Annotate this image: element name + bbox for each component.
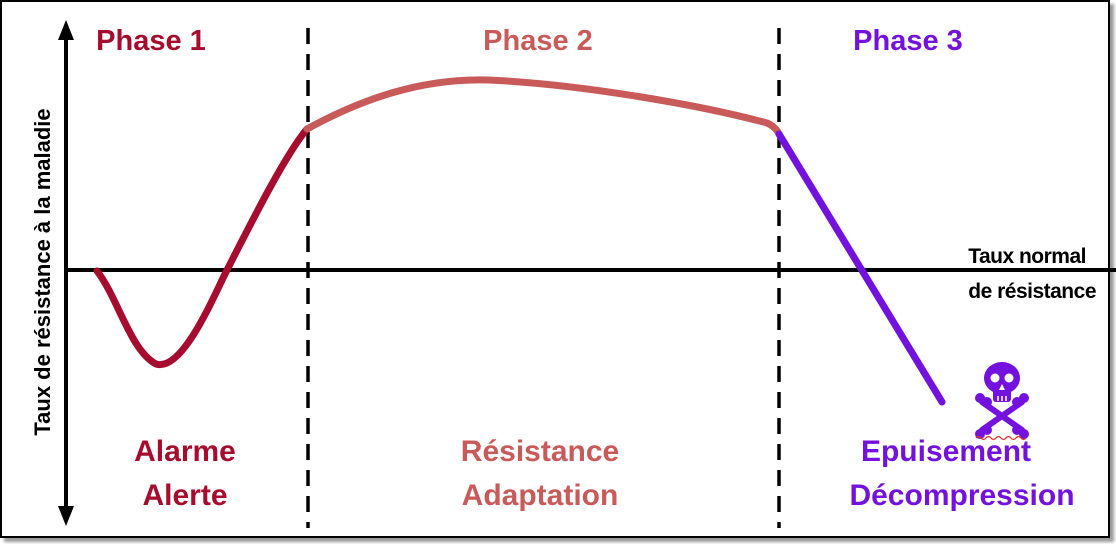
phase-2-title: Phase 2 [483,25,593,57]
phase-3-title: Phase 3 [853,25,963,57]
phase-2-label-line2: Adaptation [462,479,619,512]
y-axis-arrow-down [58,506,74,526]
y-axis-arrow-up [58,20,74,40]
curve-phase-3-exhaustion [775,130,946,406]
baseline-label-line1: Taux normal [968,245,1086,268]
phase-3-label-line2: Décompression [849,479,1074,512]
phase-3-label-line1: Epuisement [861,435,1031,468]
phase-1-label-line1: Alarme [134,435,236,468]
phase-1-label-line2: Alerte [142,479,227,512]
phase-1-title: Phase 1 [96,25,206,57]
curve-phase-1-alarm [93,125,311,368]
y-axis-label: Taux de résistance à la maladie [30,108,55,435]
phase-2-label-line1: Résistance [461,435,619,468]
skull-crossbones-icon [975,362,1029,441]
baseline-label-line2: de résistance [968,280,1096,303]
curve-phase-2-resistance [303,76,783,138]
